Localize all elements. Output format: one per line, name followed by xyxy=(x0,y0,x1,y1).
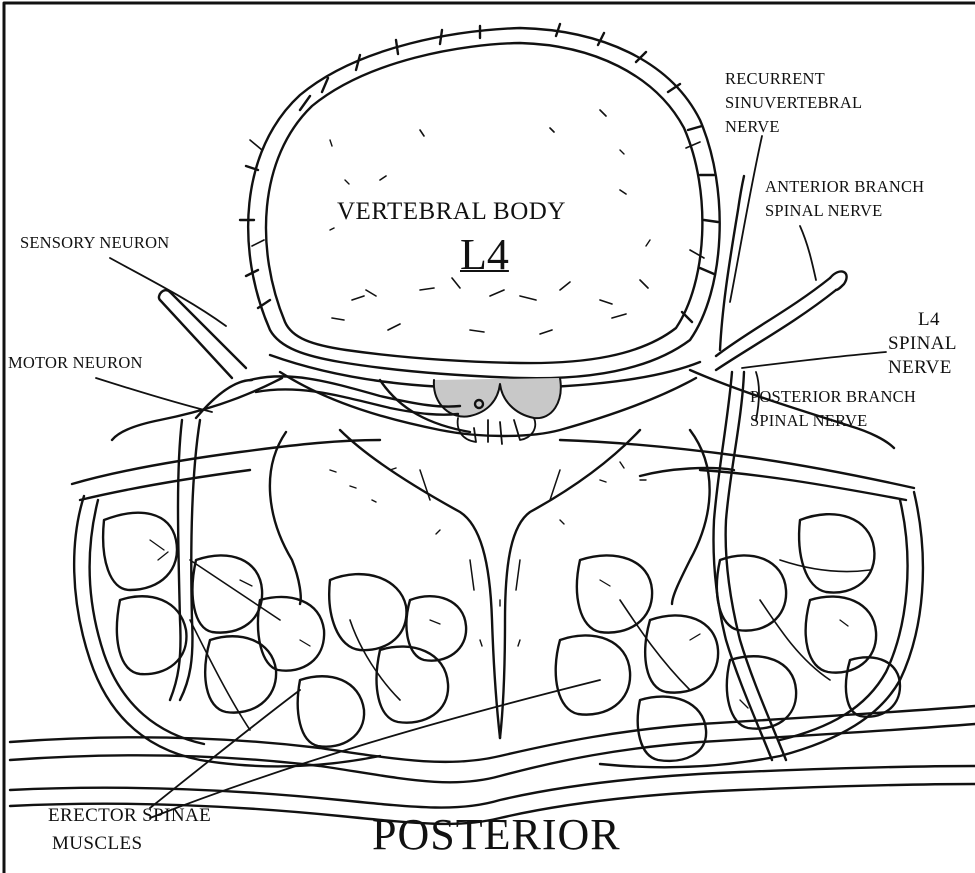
vertebral-body-label: VERTEBRAL BODY xyxy=(337,199,566,226)
spinal-nerve-label-line3: NERVE xyxy=(888,358,952,378)
anterior-branch-label-line2: SPINAL NERVE xyxy=(765,202,882,219)
leader-recurrent xyxy=(730,136,762,302)
recurrent-nerve-label-line3: NERVE xyxy=(725,118,780,135)
spinal-cord xyxy=(270,355,700,444)
posterior-branch-label-line1: POSTERIOR BRANCH xyxy=(750,388,916,405)
spinal-nerve-label-line1: L4 xyxy=(918,310,940,330)
recurrent-nerve-label-line1: RECURRENT xyxy=(725,70,825,87)
figure-border xyxy=(4,3,975,873)
erector-spinae-label-line1: ERECTOR SPINAE xyxy=(48,806,211,826)
spinal-nerve-label-line2: SPINAL xyxy=(888,334,957,354)
orientation-label: POSTERIOR xyxy=(372,812,621,859)
vertebra-level-label: L4 xyxy=(460,232,509,279)
motor-neuron-label: MOTOR NEURON xyxy=(8,354,143,371)
posterior-branch-label-line2: SPINAL NERVE xyxy=(750,412,867,429)
anterior-branch-label-line1: ANTERIOR BRANCH xyxy=(765,178,924,195)
sensory-neuron-label: SENSORY NEURON xyxy=(20,234,169,251)
recurrent-nerve-label-line2: SINUVERTEBRAL xyxy=(725,94,862,111)
leader-spinal-nerve xyxy=(742,352,886,368)
leader-sensory xyxy=(110,258,226,326)
leader-anterior xyxy=(800,226,816,280)
erector-spinae-label-line2: MUSCLES xyxy=(52,834,142,854)
leader-motor xyxy=(96,378,212,412)
